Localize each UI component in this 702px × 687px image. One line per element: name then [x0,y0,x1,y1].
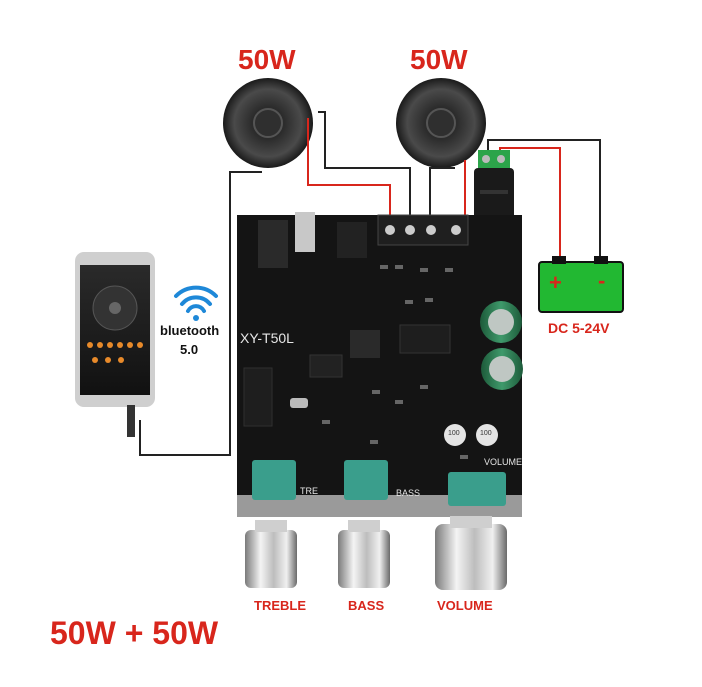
battery-minus: - [598,268,606,293]
speaker-left-power-label: 50W [238,44,296,75]
speaker-left [223,78,313,168]
knob-volume-label: VOLUME [437,598,493,613]
knob-treble [245,520,297,588]
silk-treble: TRE [300,486,318,496]
capacitor-label-2: 100 [480,430,492,437]
knob-treble-label: TREBLE [254,598,306,613]
knob-bass [338,520,390,588]
bluetooth-version: 5.0 [180,342,199,357]
bluetooth-label: bluetooth [160,323,220,338]
knob-volume [435,516,507,590]
smartphone [75,252,155,437]
dc-adapter [474,150,514,220]
capacitor-label-1: 100 [448,430,460,437]
battery [538,256,624,313]
speaker-right-power-label: 50W [410,44,468,75]
power-label: DC 5-24V [548,320,610,336]
knob-bass-label: BASS [348,598,385,613]
silk-bass: BASS [396,488,421,498]
board-model-label: XY-T50L [240,330,294,346]
bluetooth-signal-icon [174,285,218,321]
silk-volume: VOLUME [484,457,523,467]
speaker-right [396,78,486,168]
amplifier-board [237,212,523,517]
battery-plus: + [549,270,562,295]
total-power-label: 50W + 50W [50,615,219,651]
